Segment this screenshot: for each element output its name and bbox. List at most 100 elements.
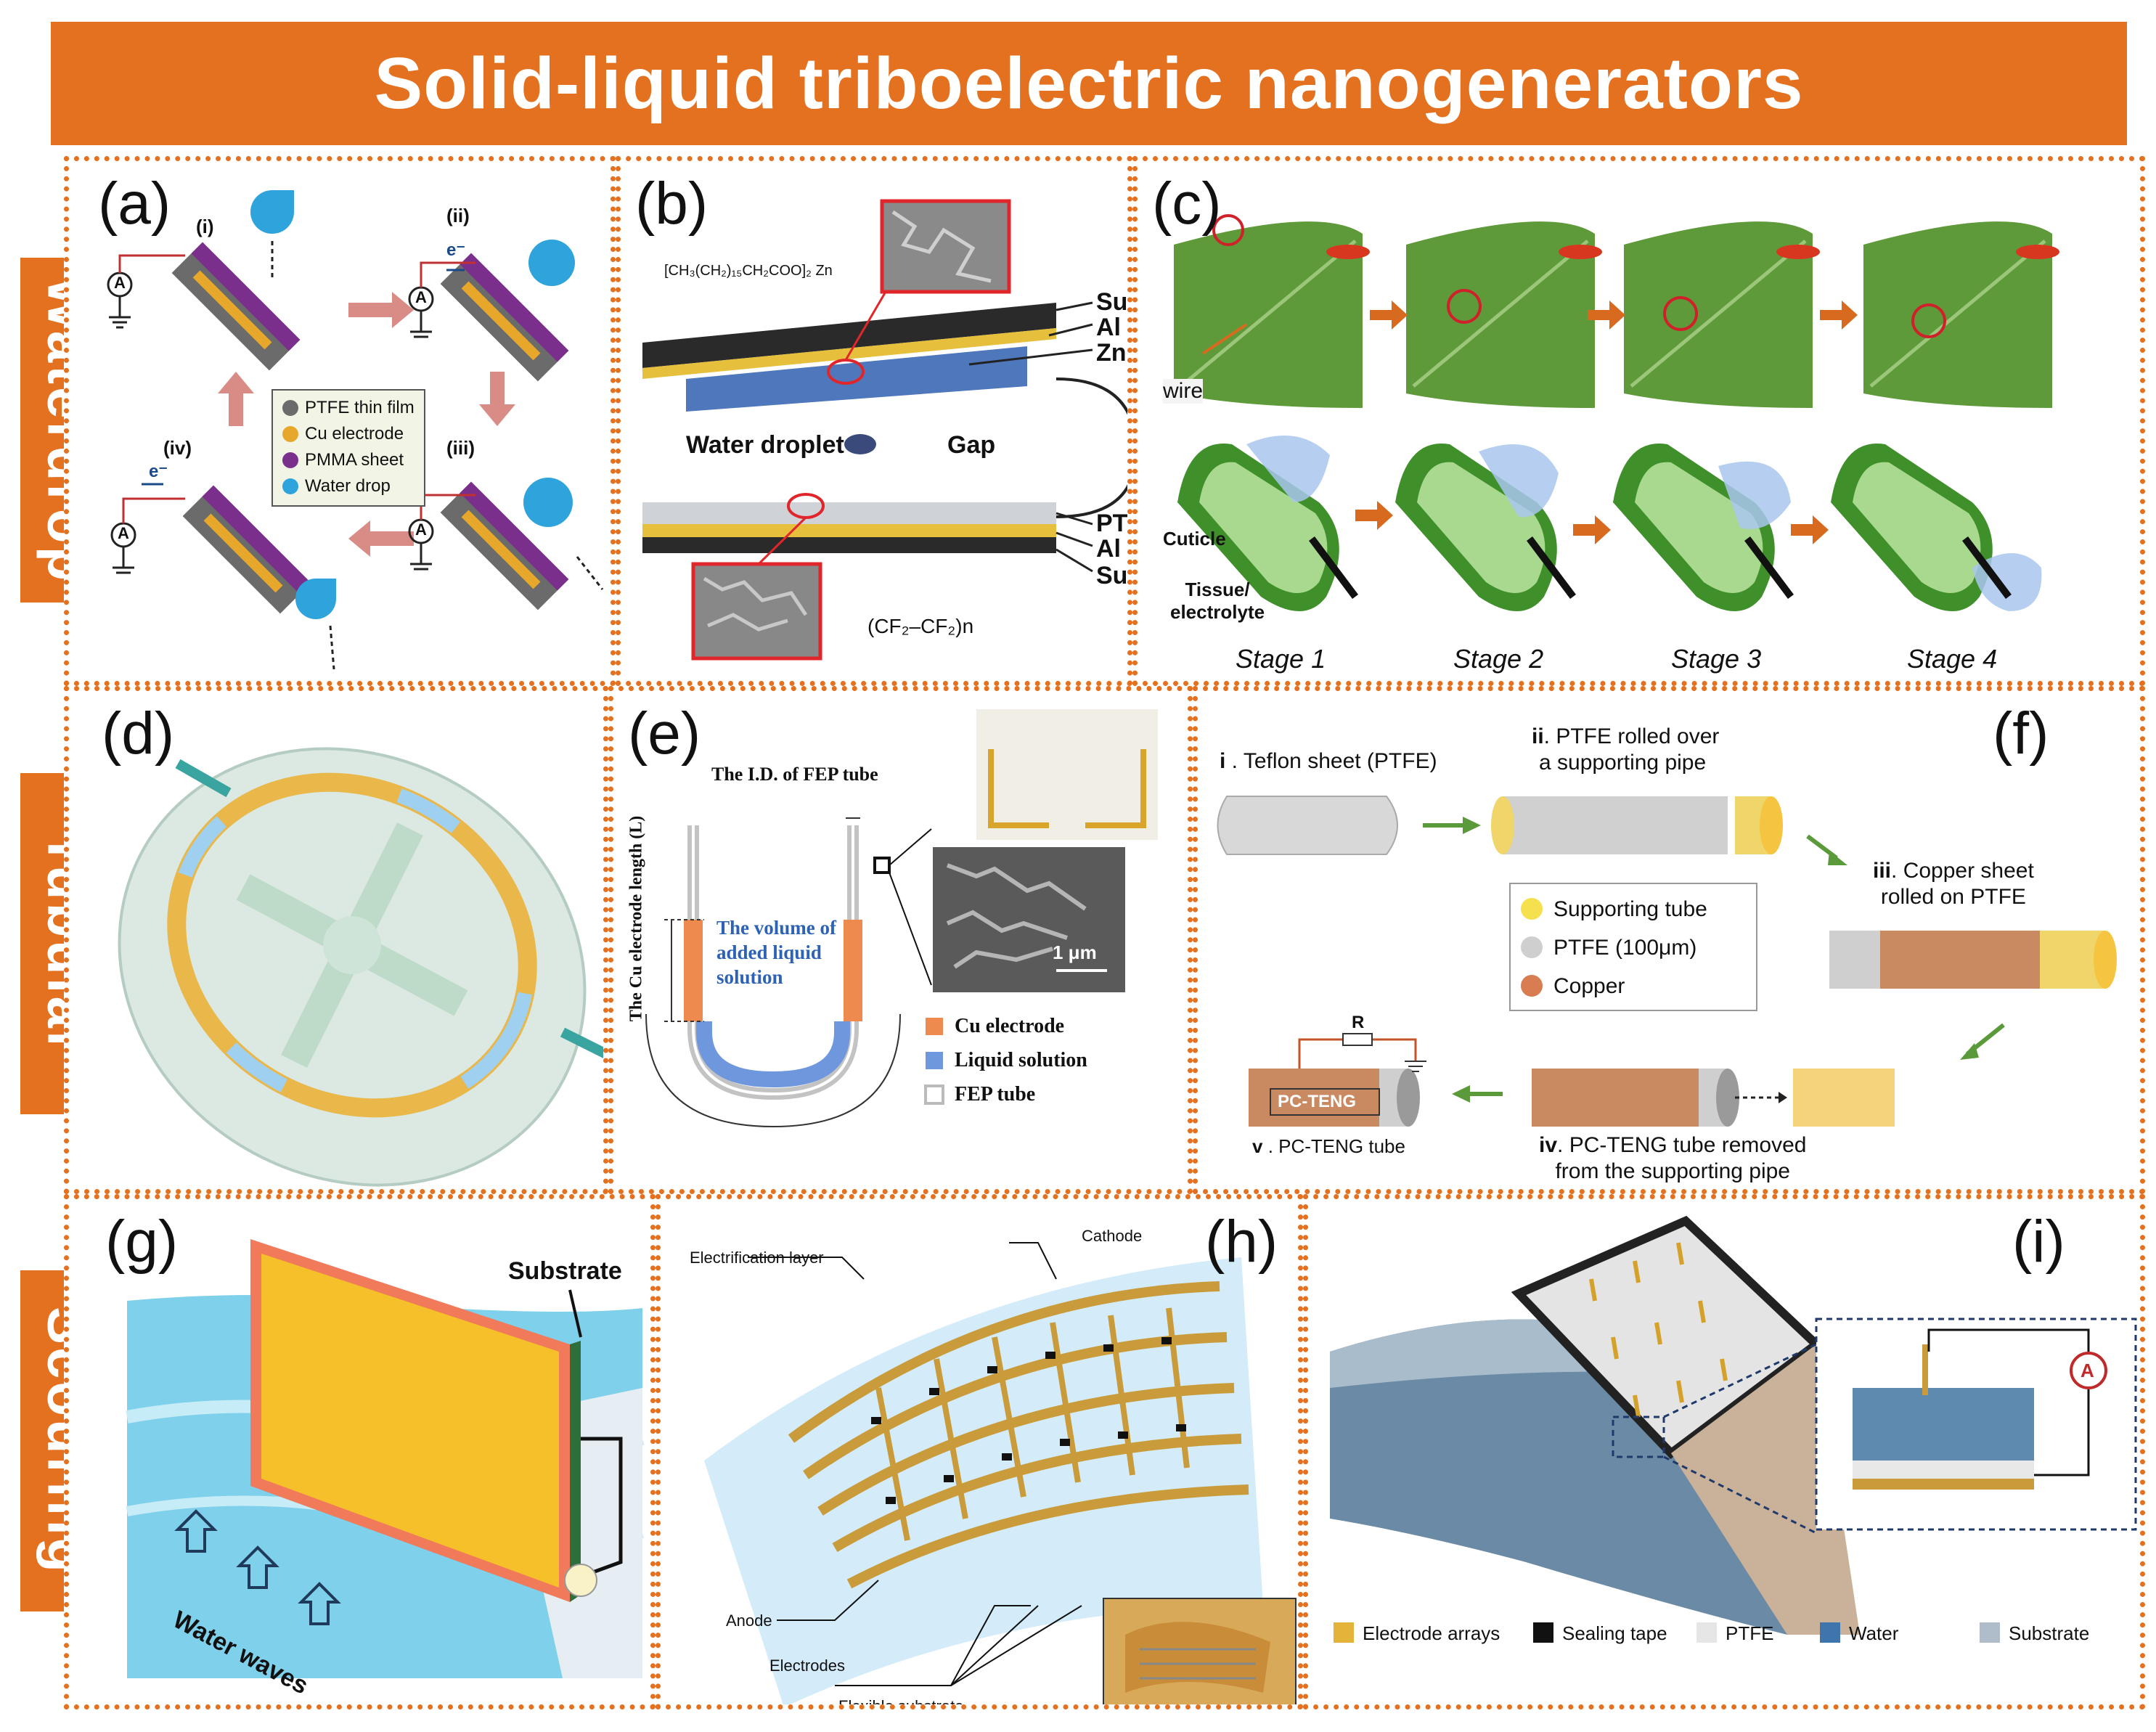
step-label-iv: (iv): [163, 437, 192, 459]
panel-f-diagram: [1217, 796, 2117, 1127]
title-banner: Solid-liquid triboelectric nanogenerator…: [51, 22, 2127, 145]
electron-label-iv: e⁻: [149, 462, 168, 481]
panel-g-diagram: [126, 1239, 645, 1678]
cuticle-label: Cuticle: [1163, 528, 1226, 550]
panel-i: (i) A Electrode arrays Sealing tape PTFE…: [1303, 1194, 2145, 1709]
panel-a-diagram: [107, 190, 604, 670]
panel-a-label: (a): [98, 171, 171, 237]
step-ii-text-2: a supporting pipe: [1539, 751, 1707, 775]
step-v: v . PC-TENG tube: [1252, 1135, 1405, 1157]
legend-liquid-solution: Liquid solution: [955, 1049, 1087, 1071]
scale-bar-label: 1 μm: [1053, 941, 1097, 963]
legend-water: Water: [1849, 1622, 1899, 1644]
panel-h-diagram: [704, 1242, 1297, 1704]
panel-d-label: (d): [102, 700, 175, 767]
layer-substrate-bottom: Substrate: [1096, 562, 1128, 589]
ammeter-icon: A: [2081, 1360, 2094, 1381]
stage-label-3: Stage 3: [1671, 644, 1762, 674]
step-ii-number: ii: [1532, 724, 1544, 748]
step-iii-number: iii: [1873, 859, 1892, 883]
wire-label: wire: [1163, 379, 1204, 404]
arrow-left-icon: [348, 520, 414, 557]
step-v-number: v: [1252, 1135, 1263, 1157]
electron-label-ii: e⁻: [446, 240, 466, 260]
step-iv-number: iv: [1539, 1133, 1558, 1157]
gap-label: Gap: [947, 431, 996, 459]
legend-copper: Copper: [1553, 974, 1625, 998]
ammeter-icon: A: [415, 520, 427, 539]
tissue-label: Tissue/ electrolyte: [1170, 579, 1265, 624]
id-label: The I.D. of FEP tube: [711, 764, 878, 785]
layer-al-top: Al: [1096, 314, 1121, 341]
panel-c-label: (c): [1152, 171, 1222, 237]
panel-f: (f) i . Teflon sheet (PTFE) ii. PTFE rol…: [1193, 686, 2145, 1194]
electrification-layer-label: Electrification layer: [690, 1249, 824, 1267]
panel-e-diagram: [645, 709, 1158, 1128]
panel-c-diagram: [1174, 214, 2059, 611]
legend-pmma: PMMA sheet: [305, 450, 404, 470]
panel-b-diagram: [642, 199, 1127, 661]
panel-a: (a) (i) (ii) (iii) (iv) e⁻ e⁻ A A A A PT…: [64, 156, 616, 686]
legend-ptfe: PTFE: [1726, 1622, 1774, 1644]
layer-zno: ZnO: [1096, 339, 1127, 367]
step-i: i . Teflon sheet (PTFE): [1220, 749, 1437, 773]
ammeter-icon: A: [118, 524, 129, 542]
layer-substrate-top: Substrate: [1096, 288, 1128, 316]
resistor-label: R: [1352, 1013, 1365, 1032]
step-label-ii: (ii): [446, 205, 470, 226]
panel-d: (d): [64, 686, 608, 1194]
legend-supporting-tube: Supporting tube: [1553, 897, 1707, 921]
pc-teng-tube-label: PC-TENG: [1278, 1092, 1356, 1111]
ammeter-icon: A: [415, 288, 427, 306]
volume-label: The volume of added liquid solution: [716, 917, 836, 988]
ammeter-icon: A: [114, 274, 126, 292]
electrodes-label: Electrodes: [769, 1657, 845, 1675]
panel-g: (g) Substrate Water waves: [64, 1194, 656, 1709]
step-iii-text-2: rolled on PTFE: [1880, 885, 2026, 909]
legend-ptfe: PTFE thin film: [305, 398, 415, 417]
step-i-number: i: [1220, 749, 1226, 773]
cathode-label: Cathode: [1082, 1227, 1143, 1245]
panel-b-label: (b): [635, 171, 709, 237]
step-ii-text-1: PTFE rolled over: [1556, 724, 1720, 748]
step-i-text: Teflon sheet (PTFE): [1243, 749, 1437, 773]
panel-e-label: (e): [628, 700, 701, 767]
legend-electrode-arrays: Electrode arrays: [1363, 1622, 1500, 1644]
panel-h-label: (h): [1205, 1209, 1278, 1275]
stage-label-4: Stage 4: [1907, 644, 1998, 674]
step-v-text: PC-TENG tube: [1278, 1135, 1405, 1157]
substrate-label: Substrate: [508, 1257, 622, 1285]
legend-cu: Cu electrode: [305, 424, 404, 444]
legend-substrate: Substrate: [2009, 1622, 2090, 1644]
stage-label-2: Stage 2: [1453, 644, 1544, 674]
layer-al-bottom: Al: [1096, 535, 1121, 563]
flexible-substrate-label: Flexible substrate: [838, 1697, 964, 1709]
panel-i-label: (i): [2012, 1209, 2065, 1275]
panel-b: (b) [CH₃(CH₂)₁₅CH₂COO]₂ Zn Substrate Al …: [616, 156, 1132, 686]
legend-sealing-tape: Sealing tape: [1562, 1622, 1667, 1644]
legend-cu-electrode: Cu electrode: [955, 1015, 1065, 1037]
panel-i-diagram: [1330, 1215, 2137, 1643]
stage-label-1: Stage 1: [1236, 644, 1326, 674]
step-label-i: (i): [196, 216, 214, 237]
panel-e: (e) The I.D. of FEP tube The Cu electrod…: [608, 686, 1193, 1194]
ptfe-formula: (CF₂–CF₂)n: [867, 615, 974, 637]
arrow-up-icon: [218, 372, 254, 426]
step-iv-text-2: from the supporting pipe: [1555, 1159, 1790, 1183]
step-iv-text-1: PC-TENG tube removed: [1569, 1133, 1807, 1157]
page-title: Solid-liquid triboelectric nanogenerator…: [374, 42, 1804, 124]
step-iii-text-1: Copper sheet: [1903, 859, 2034, 883]
arrow-right-icon: [348, 292, 414, 328]
water-droplet-label: Water droplet: [686, 431, 844, 459]
arrow-down-icon: [479, 372, 515, 426]
layer-ptfe: PTFE: [1096, 510, 1128, 537]
panel-c: (c) wire Cuticle Tissue/ electrolyte Sta…: [1132, 156, 2145, 686]
panel-g-label: (g): [105, 1209, 179, 1275]
step-label-iii: (iii): [446, 437, 475, 459]
panel-h: (h) Cathode Electrification layer Anode …: [656, 1194, 1303, 1709]
panel-d-diagram: [118, 747, 603, 1187]
legend-fep-tube: FEP tube: [955, 1083, 1036, 1106]
